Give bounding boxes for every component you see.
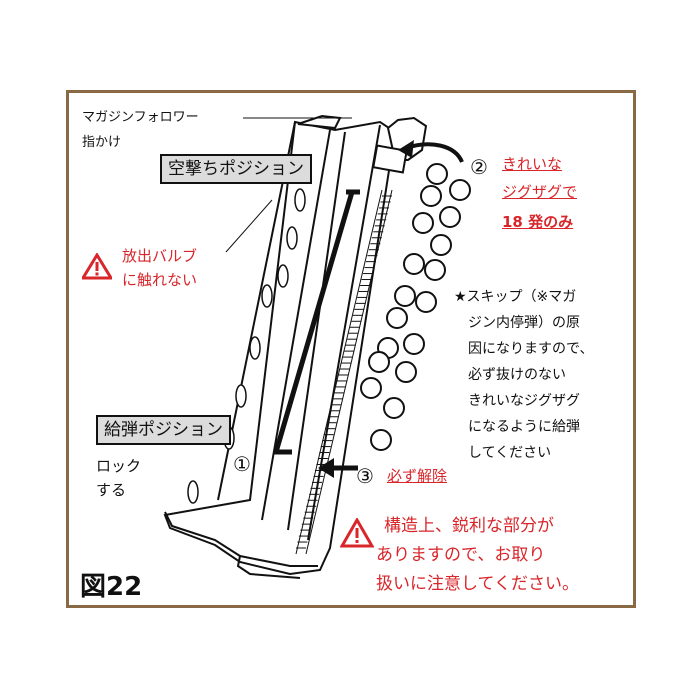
lock-label-line2: する bbox=[96, 481, 127, 499]
caution-line: 扱いに注意してください。 bbox=[376, 574, 579, 594]
follower-travel-line bbox=[272, 189, 360, 455]
note-line: ジン内停弾）の原 bbox=[468, 315, 580, 331]
bb-pellet bbox=[403, 253, 425, 275]
bb-pellet bbox=[386, 307, 408, 329]
bb-pellet bbox=[449, 179, 471, 201]
bb-pellet bbox=[412, 212, 434, 234]
bb-zigzag bbox=[360, 163, 471, 451]
zigzag-label-line1: きれいな bbox=[502, 155, 563, 173]
bb-pellet bbox=[368, 351, 390, 373]
caution-line: ありますので、お取り bbox=[376, 545, 546, 565]
figure-frame bbox=[66, 90, 636, 608]
caution-note: 構造上、鋭利な部分が ありますので、お取り 扱いに注意してください。 bbox=[376, 512, 579, 599]
bb-pellet bbox=[395, 361, 417, 383]
warning-icon bbox=[340, 518, 374, 548]
step2-marker: ② bbox=[470, 155, 488, 179]
follower-label: マガジンフォロワー bbox=[82, 110, 199, 125]
note-line: してください bbox=[468, 445, 552, 461]
valve-warning-line1: 放出バルブ bbox=[122, 247, 198, 265]
bb-pellet bbox=[420, 185, 442, 207]
empty-position-label: 空撃ちポジション bbox=[160, 154, 312, 184]
note-line: 必ず抜けのない bbox=[468, 367, 566, 383]
bb-pellet bbox=[403, 333, 425, 355]
bb-pellet bbox=[370, 429, 392, 451]
bb-pellet bbox=[424, 259, 446, 281]
bb-pellet bbox=[430, 234, 452, 256]
lock-label-line1: ロック bbox=[96, 457, 142, 475]
zigzag-label-line3: 18 発のみ bbox=[502, 213, 574, 231]
valve-warning-line2: に触れない bbox=[122, 271, 198, 289]
leader-lines bbox=[225, 117, 352, 253]
magazine-rail bbox=[295, 189, 393, 555]
bb-pellet bbox=[415, 291, 437, 313]
note-line: になるように給弾 bbox=[468, 419, 580, 435]
bb-pellet bbox=[439, 206, 461, 228]
step1-marker: ① bbox=[233, 452, 251, 476]
note-line: ★スキップ（※マガ bbox=[454, 289, 577, 305]
arrow-icon bbox=[318, 458, 334, 478]
release-label: 必ず解除 bbox=[387, 467, 448, 485]
step3-marker: ③ bbox=[356, 464, 374, 488]
bb-pellet bbox=[383, 397, 405, 419]
magazine-body bbox=[163, 120, 397, 579]
feed-position-label: 給弾ポジション bbox=[96, 415, 231, 445]
zigzag-label-line2: ジグザグで bbox=[502, 183, 578, 201]
figure-number: 図22 bbox=[80, 572, 143, 602]
bb-pellet bbox=[394, 285, 416, 307]
arrow-icon bbox=[398, 140, 414, 158]
bb-pellet bbox=[360, 377, 382, 399]
rail-rungs bbox=[296, 195, 392, 549]
note-line: きれいなジグザグ bbox=[468, 393, 580, 409]
caution-line: 構造上、鋭利な部分が bbox=[384, 516, 554, 536]
finger-label: 指かけ bbox=[82, 135, 122, 150]
warning-icon bbox=[82, 253, 112, 280]
bb-pellet bbox=[426, 163, 448, 185]
note-line: 因になりますので、 bbox=[468, 341, 594, 357]
skip-note: ★スキップ（※マガ ジン内停弾）の原 因になりますので、 必ず抜けのない きれい… bbox=[454, 284, 593, 466]
